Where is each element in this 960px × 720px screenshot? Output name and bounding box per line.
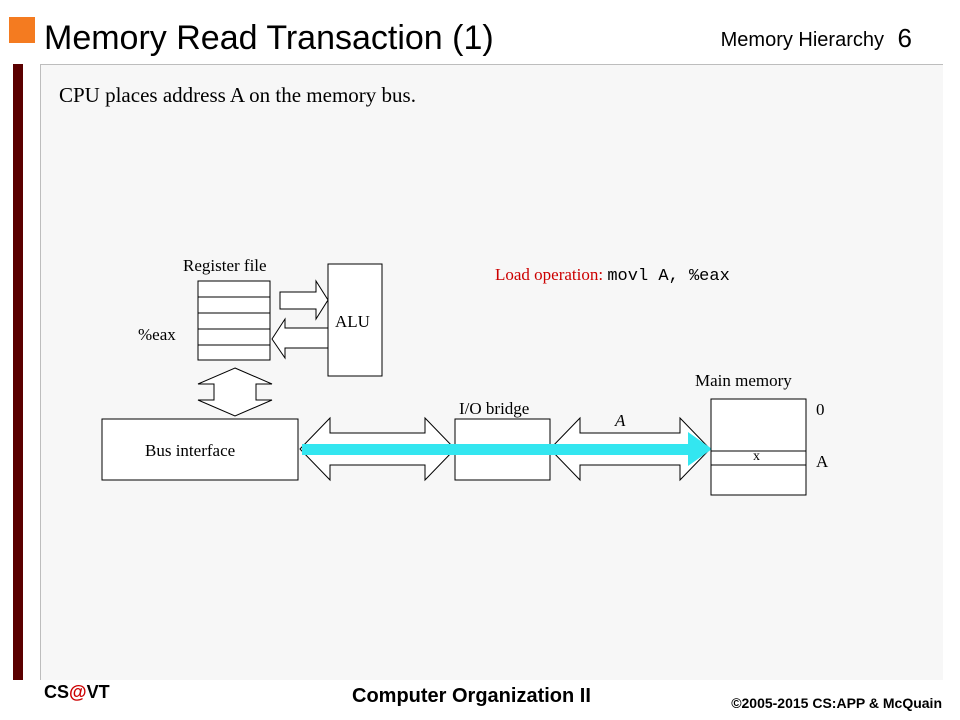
register-bus-double-arrow xyxy=(197,367,273,417)
footer-left-at: @ xyxy=(69,682,87,702)
footer-left-prefix: CS xyxy=(44,682,70,702)
register-file xyxy=(197,280,271,361)
main-memory-label: Main memory xyxy=(695,371,792,390)
title-accent-square xyxy=(9,17,35,43)
alu-label: ALU xyxy=(335,312,370,331)
register-row xyxy=(197,344,271,361)
address-highlight-arrowhead xyxy=(688,432,712,466)
content-panel xyxy=(40,64,943,680)
slide-title: Memory Read Transaction (1) xyxy=(44,19,494,57)
left-accent-bar xyxy=(13,64,23,680)
memory-address-a: A xyxy=(816,452,829,471)
load-operation: Load operation: movl A, %eax xyxy=(495,265,730,287)
footer-course-title: Computer Organization II xyxy=(352,685,591,707)
register-row xyxy=(197,280,271,298)
register-row xyxy=(197,328,271,346)
memory-cell xyxy=(710,450,807,466)
intro-text: CPU places address A on the memory bus. xyxy=(59,83,416,107)
memory-address-zero: 0 xyxy=(816,400,825,419)
arrow-to-alu xyxy=(279,279,329,321)
register-eax-label: %eax xyxy=(138,325,176,344)
load-operation-code: movl A, %eax xyxy=(607,267,730,286)
load-operation-text: Load operation: xyxy=(495,265,604,284)
bus-address-label: A xyxy=(615,411,626,430)
footer-copyright: ©2005-2015 CS:APP & McQuain xyxy=(731,695,942,711)
memory-cell-value: x xyxy=(753,449,760,464)
register-file-label: Register file xyxy=(183,256,267,275)
address-highlight-line xyxy=(302,444,692,455)
footer-left-suffix: VT xyxy=(86,682,110,702)
section-label: Memory Hierarchy xyxy=(720,29,884,51)
bus-interface-box xyxy=(101,418,299,481)
register-row xyxy=(197,312,271,330)
arrow-from-alu xyxy=(271,317,329,360)
register-row xyxy=(197,296,271,314)
bus-interface-label: Bus interface xyxy=(145,441,236,460)
page-number: 6 xyxy=(897,23,912,53)
main-memory-box xyxy=(710,398,807,496)
footer-course-tag: CS@VT xyxy=(44,682,110,702)
io-bridge-label: I/O bridge xyxy=(459,399,530,418)
alu-box xyxy=(327,263,383,377)
